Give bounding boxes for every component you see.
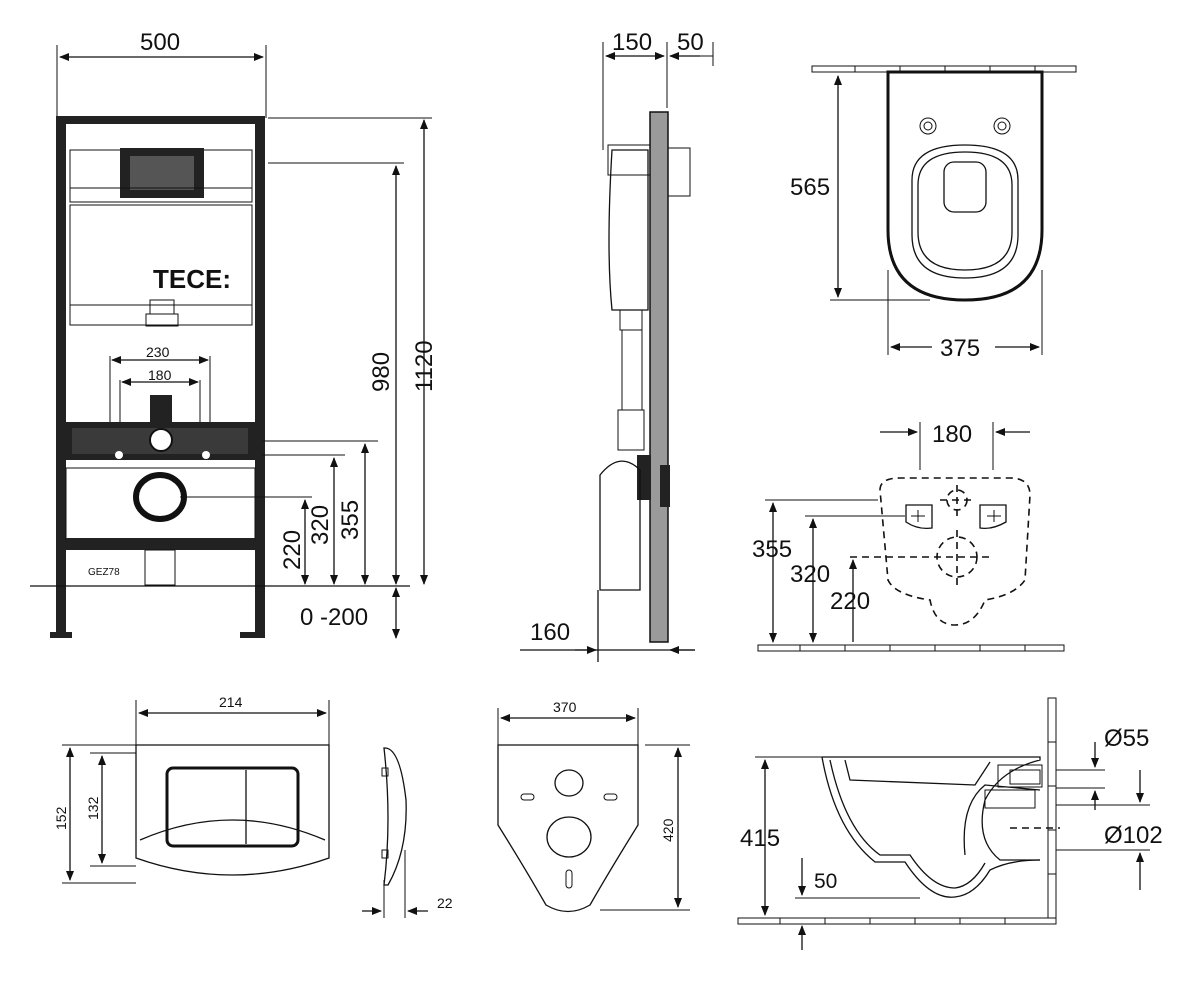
flush-plate-width-label: 214 — [219, 694, 243, 710]
flush-plate-outer-height-label: 152 — [53, 806, 69, 830]
sound-pad-height-label: 420 — [660, 818, 676, 842]
floor-range-label: 0 -200 — [300, 604, 368, 631]
rear-stud-spacing-label: 180 — [932, 421, 972, 448]
frame-code-label: GEZ78 — [88, 567, 120, 578]
rear-height-220-label: 220 — [830, 588, 870, 615]
pipe-spacing-outer-label: 230 — [146, 344, 170, 360]
brand-logo: TECE: — [153, 264, 231, 294]
sound-pad-width-label: 370 — [553, 699, 577, 715]
frame-button-height-label: 980 — [368, 352, 395, 392]
bowl-side-view: 415 50 Ø55 Ø102 — [737, 697, 1163, 950]
side-depth-label: 150 — [612, 29, 652, 56]
inlet-diameter-label: Ø55 — [1104, 725, 1149, 752]
flush-plate-view: 214 152 132 22 — [53, 694, 453, 918]
bowl-side-offset-label: 50 — [814, 870, 837, 893]
frame-height-220-label: 220 — [279, 530, 306, 570]
bowl-width-label: 375 — [940, 335, 980, 362]
bowl-length-label: 565 — [790, 174, 830, 201]
frame-front-view: 500 TECE: 230 180 — [30, 29, 438, 639]
bowl-side-height-label: 415 — [740, 825, 780, 852]
side-plate-label: 50 — [677, 29, 704, 56]
flush-plate-depth-label: 22 — [437, 895, 453, 911]
bowl-rear-view: 180 355 320 220 — [752, 421, 1065, 652]
flush-plate-inner-height-label: 132 — [85, 796, 101, 820]
bowl-top-view: 565 375 — [790, 65, 1077, 362]
pipe-spacing-inner-label: 180 — [148, 367, 172, 383]
side-bottom-label: 160 — [530, 619, 570, 646]
rear-height-320-label: 320 — [790, 561, 830, 588]
outlet-diameter-label: Ø102 — [1104, 822, 1163, 849]
frame-side-view: 150 50 160 — [520, 29, 714, 662]
frame-total-height-label: 1120 — [411, 340, 438, 392]
rear-height-355-label: 355 — [752, 536, 792, 563]
frame-width-label: 500 — [140, 29, 180, 56]
sound-pad-view: 370 420 — [497, 699, 690, 913]
frame-height-320-label: 320 — [307, 505, 334, 545]
frame-height-355-label: 355 — [337, 500, 364, 540]
